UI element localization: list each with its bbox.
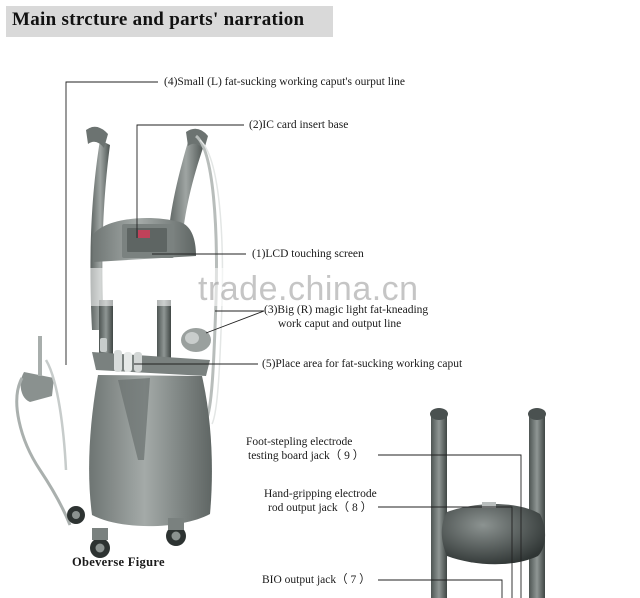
leader-lines	[65, 81, 522, 598]
page-title: Main strcture and parts' narration	[12, 9, 305, 30]
watermark-band	[60, 268, 460, 306]
header-bar	[6, 6, 333, 37]
label-big-caput-line-2: work caput and output line	[278, 318, 402, 330]
figure-caption: Obeverse Figure	[72, 555, 165, 569]
machine-main	[15, 126, 224, 558]
label-foot-jack-2: testing board jack（ 9 ）	[248, 450, 365, 462]
label-hand-jack-1: Hand-gripping electrode	[264, 488, 377, 500]
label-hand-jack-2: rod output jack（ 8 ）	[268, 502, 373, 514]
machine-back	[430, 408, 546, 598]
label-bio-jack: BIO output jack（ 7 ）	[262, 574, 371, 586]
label-foot-jack-1: Foot-stepling electrode	[246, 436, 353, 448]
label-big-caput-line-1: (3)Big (R) magic light fat-kneading	[264, 304, 429, 316]
label-place-area: (5)Place area for fat-sucking working ca…	[262, 358, 463, 370]
watermark-text: trade.china.cn	[198, 270, 419, 308]
label-small-caput-line: (4)Small (L) fat-sucking working caput's…	[164, 76, 405, 88]
label-lcd: (1)LCD touching screen	[252, 248, 364, 260]
label-ic-card: (2)IC card insert base	[249, 119, 349, 131]
